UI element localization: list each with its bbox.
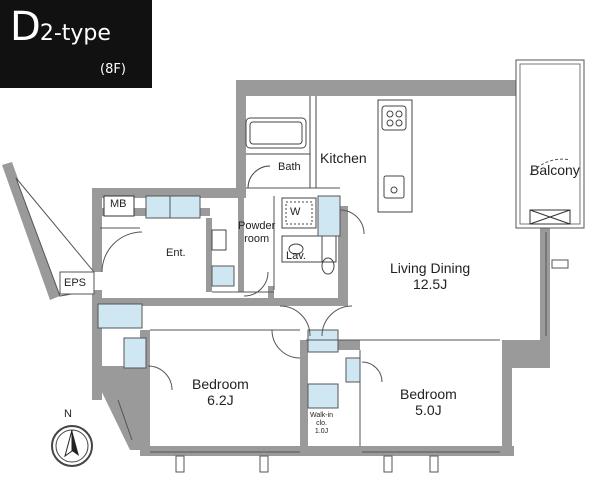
floor-label: (8F) [100, 62, 126, 77]
balcony-area [515, 59, 585, 229]
plan-type-title: D2-type [10, 4, 111, 50]
eps-wall [2, 162, 60, 300]
balcony-label: Balcony [530, 162, 580, 178]
plan-type-header: D2-type (8F) [0, 0, 152, 88]
kitchen-counter [377, 99, 413, 213]
lav-label: Lav. [286, 250, 306, 262]
bath-tub [245, 117, 307, 149]
exterior-walls [92, 80, 550, 456]
eps-label: EPS [64, 277, 87, 289]
bath-label: Bath [278, 161, 301, 173]
north-compass [51, 425, 93, 467]
kitchen-label: Kitchen [320, 150, 367, 166]
compass-north-label: N [64, 408, 72, 420]
storage-closets [97, 195, 361, 409]
washer-label: W [290, 206, 301, 218]
mb-label: MB [110, 198, 127, 210]
entrance-label: Ent. [166, 247, 186, 259]
mb-box [103, 195, 135, 217]
washer-space [281, 197, 317, 229]
